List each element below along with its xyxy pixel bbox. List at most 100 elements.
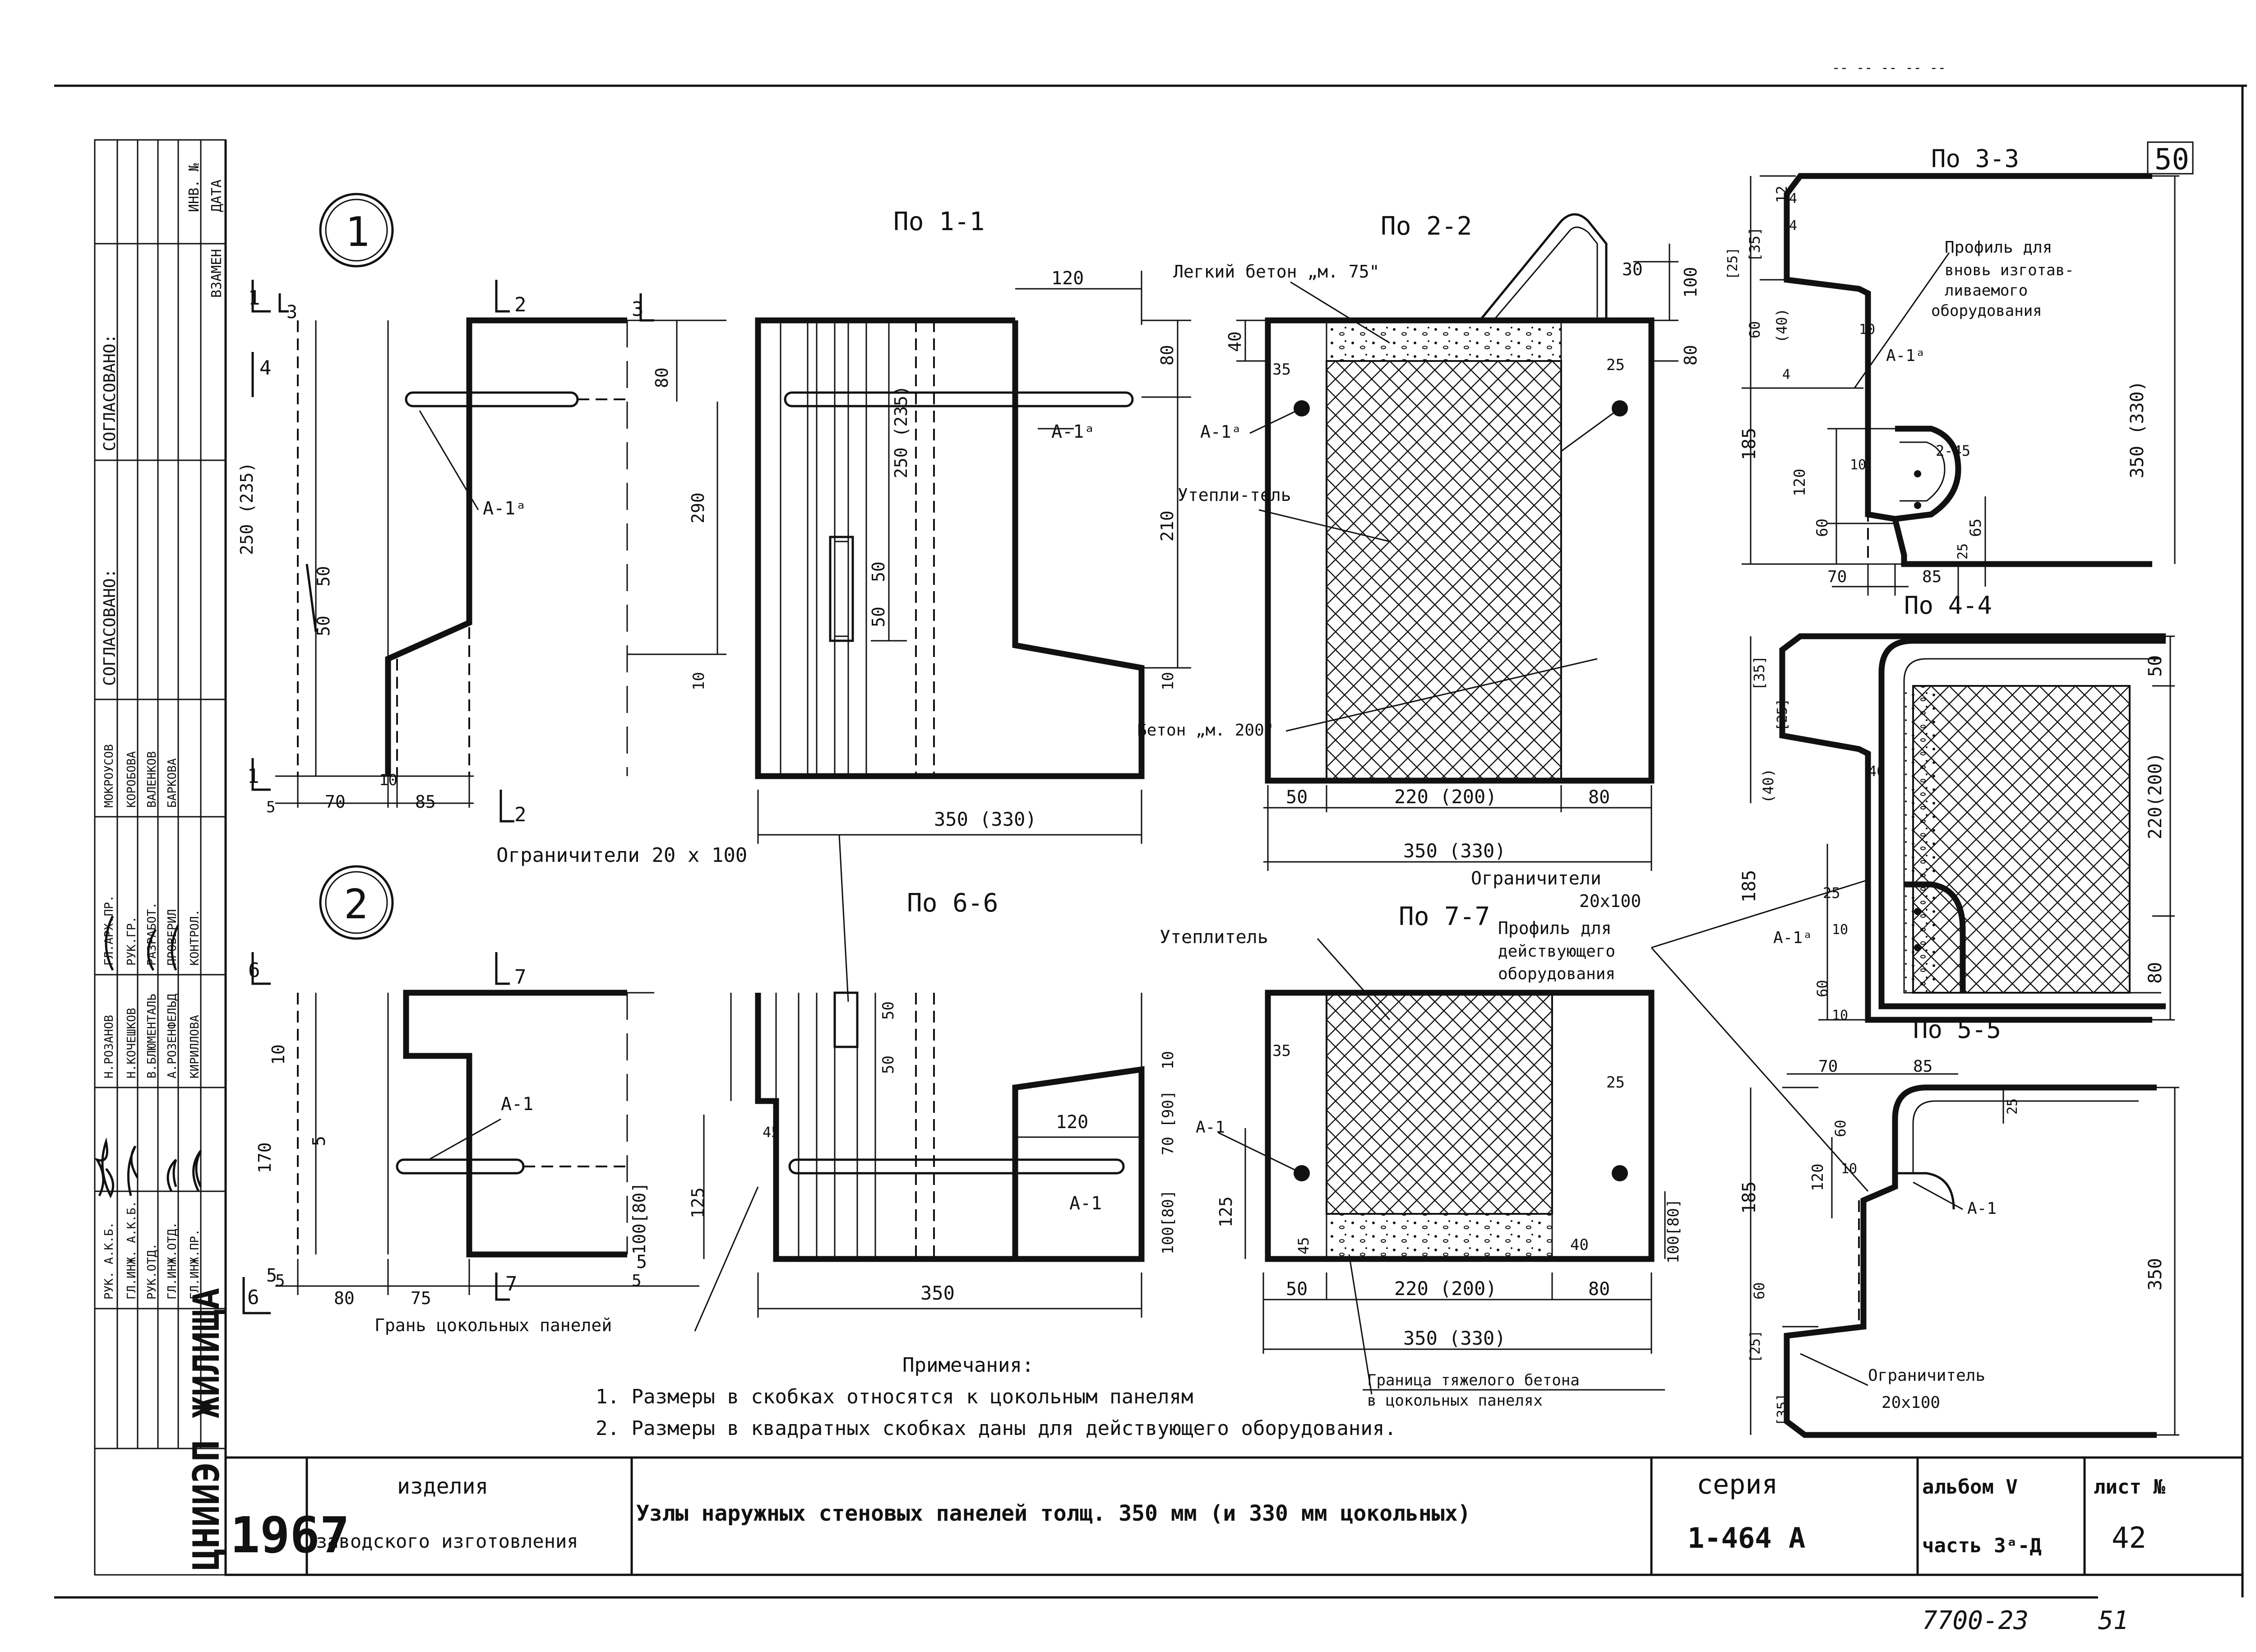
v66-dim-125: 125 [688,1187,708,1218]
view-1-1-title: По 1-1 [893,207,985,236]
v33-dim-12: 12 [1773,185,1790,203]
v33-a1a: А-1ᵃ [1886,347,1925,365]
stamp-name-4: А.РОЗЕНФЕЛЬД [166,994,179,1078]
v66-dim-50a: 50 [879,1001,897,1020]
v44-dim-40b: (40) [1760,768,1777,803]
sheet-number: 42 [2112,1522,2146,1555]
v22-dim-80: 80 [1681,345,1701,366]
n2-dim-5: 5 [275,1272,285,1290]
v44-dim-10a: 10 [1832,1008,1848,1023]
v77-profile-1: Профиль для [1498,918,1612,938]
v33-dim-60b: 60 [1746,321,1763,338]
v33-dim-35b: [35] [1746,227,1763,262]
sheet-title: Узлы наружных стеновых панелей толщ. 350… [636,1501,1471,1526]
v22-dim-25: 25 [1606,356,1625,374]
v55-dim-185: 185 [1739,1181,1760,1214]
col-header-date: ДАТА [209,180,225,212]
node-2-section [275,990,699,1295]
n1-dim-5: 5 [266,798,275,816]
product-line-2: заводского изготовления [316,1530,578,1552]
v33-profile-1: Профиль для [1945,238,2052,257]
sheet-label: лист № [2094,1476,2165,1499]
node-1-circle [319,193,394,268]
v44-dim-10b: 10 [1832,922,1848,938]
n2-dim-5b: 5 [632,1272,642,1290]
view-5-5-title: По 5-5 [1913,1015,2001,1044]
stamp-role-4: ГЛ.ИНЖ.ОТД. [166,1222,179,1300]
v77-dim-25: 25 [1606,1074,1625,1092]
note-1: 1. Размеры в скобках относятся к цокольн… [596,1385,1193,1408]
stamp-role-2: ГЛ.ИНЖ. А.К.Б. [125,1201,139,1300]
n1-dim-10b: 10 [690,672,708,690]
notes-title: Примечания: [902,1354,1034,1377]
cut-7-bottom: 7 [505,1273,518,1296]
v44-dim-50: 50 [2145,655,2166,677]
v77-dim-220-200: 220 (200) [1394,1277,1497,1300]
v44-dim-80: 80 [2145,962,2166,984]
footer-num: 51 [2098,1606,2128,1635]
v22-dim-35: 35 [1272,361,1291,379]
title-block [224,1456,2244,1576]
v33-profile-4: оборудования [1931,302,2042,320]
v22-limiter-a: Ограничители [1471,868,1601,889]
stamp-role-6: ГЛ.АРХ.ПР. [102,895,116,966]
signature-4 [192,1150,202,1192]
n1-dim-10: 10 [379,771,398,789]
cut-6-top: 6 [248,959,260,982]
v33-dim-10b: 10 [1859,322,1875,338]
stamp-role-1: РУК. А.К.Б. [102,1222,116,1300]
signature-3 [166,1159,177,1192]
stamp-name-8: ВАЛЕНКОВ [145,751,159,808]
v22-dim-350-330: 350 (330) [1403,840,1506,862]
v33-dim-4c: 4 [1782,367,1790,383]
v11-dim-210: 210 [1157,510,1177,541]
n2-dim-10: 10 [268,1044,288,1065]
v22-a1a: А-1ᵃ [1200,422,1242,442]
product-line-1: изделия [397,1474,488,1499]
v22-dim-220-200: 220 (200) [1394,786,1497,808]
node-2-label: 2 [344,881,368,928]
v33-dim-185: 185 [1739,428,1760,460]
cut-2-bottom: 2 [514,803,527,826]
v22-dim-80b: 80 [1588,787,1610,808]
v11-dim-250-235: 250 (235) [891,385,911,478]
v55-dim-120: 120 [1809,1164,1827,1191]
n2-a1: А-1 [501,1094,533,1115]
v66-dim-45: 45 [763,1124,780,1141]
stamp-name-3: В.БЛЮМЕНТАЛЬ [145,994,159,1078]
cut-5-right: 5 [636,1252,647,1273]
page-number-box [2147,141,2194,175]
v22-light-concrete: Легкий бетон „м. 75" [1173,262,1380,282]
n1-dim-80: 80 [652,367,672,388]
v33-dim-85: 85 [1922,568,1942,586]
node-1-section [275,317,628,808]
stamp-name-2: Н.КОЧЕШКОВ [125,1008,139,1078]
v33-dim-70: 70 [1827,568,1847,586]
stamp-role-5: ГЛ.ИНЖ.ПР. [188,1229,202,1300]
n2-dim-80: 80 [334,1288,355,1308]
view-7-7-title: По 7-7 [1399,902,1490,931]
view-7-7 [1244,990,1666,1395]
v33-hole: 2-45 [1936,442,1970,459]
v55-dim-60b: 60 [1751,1282,1768,1300]
v22-dim-50: 50 [1286,787,1308,808]
v33-dim-65: 65 [1967,518,1985,537]
stamp-role-3: РУК.ОТД. [145,1243,159,1300]
v55-dim-350: 350 [2145,1258,2166,1291]
v77-insulation: Утеплитель [1160,927,1268,948]
v33-dim-25: 25 [1955,543,1971,560]
v77-dim-100-80: 100[80] [1664,1199,1683,1263]
cut-4-left: 4 [259,356,272,379]
v66-dim-50b: 50 [879,1055,897,1074]
v55-dim-25: 25 [2005,1098,2020,1115]
signature-6 [147,929,157,971]
n1-a1a: А-1ᵃ [483,498,526,519]
v44-dim-185: 185 [1739,870,1760,902]
v66-dim-350: 350 [920,1282,955,1304]
v66-dim-70-90: 70 [90] [1159,1091,1177,1155]
node-2-circle [319,865,394,940]
v11-a1a: А-1ᵃ [1051,421,1095,442]
limiters-label: Ограничители 20 х 100 [496,844,747,867]
stamp-name-7: КОРОБОВА [125,751,139,808]
v55-limiter-a: Ограничитель [1868,1366,1985,1385]
